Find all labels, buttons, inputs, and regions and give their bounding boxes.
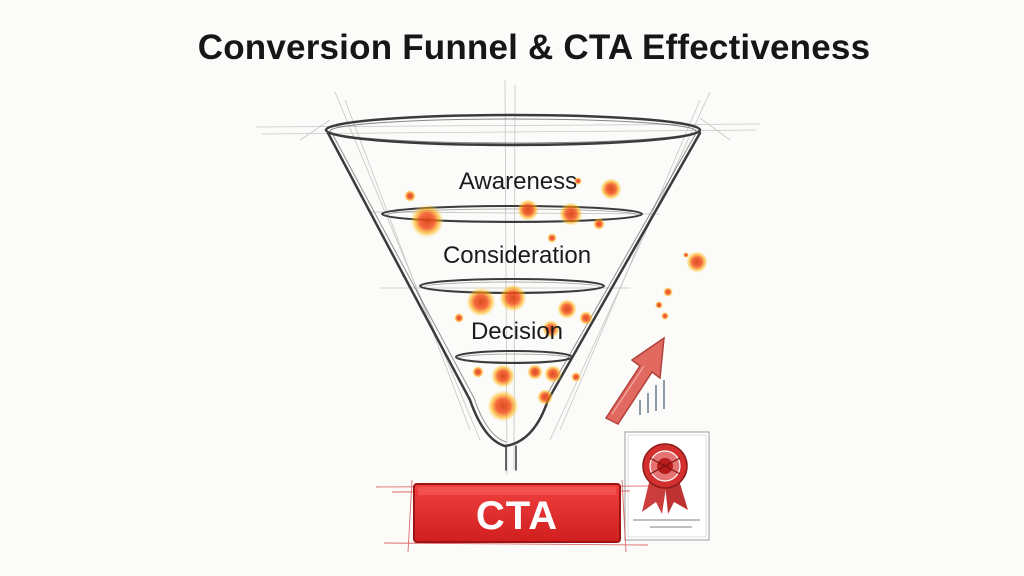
cta-button-group: CTA xyxy=(375,479,653,553)
conversion-dot xyxy=(655,301,663,309)
conversion-dot xyxy=(544,365,562,383)
conversion-dot xyxy=(600,178,622,200)
conversion-dot xyxy=(542,320,560,338)
conversion-dot xyxy=(547,233,557,243)
conversion-dot xyxy=(410,204,444,238)
conversion-dot xyxy=(559,202,583,226)
conversion-dot xyxy=(472,366,484,378)
conversion-dot xyxy=(663,287,673,297)
conversion-dot xyxy=(579,311,593,325)
conversion-dot xyxy=(686,251,708,273)
divider-decision xyxy=(455,350,573,364)
conversion-dot xyxy=(574,177,582,185)
conversion-dot xyxy=(466,287,496,317)
divider-awareness xyxy=(381,205,643,223)
conversion-dot xyxy=(491,364,515,388)
conversion-dot xyxy=(454,313,464,323)
conversion-dot xyxy=(661,312,669,320)
cta-button[interactable] xyxy=(413,483,621,543)
conversion-dot xyxy=(557,299,577,319)
conversion-dot xyxy=(404,190,416,202)
conversion-dot xyxy=(683,252,689,258)
cta-label: CTA xyxy=(476,494,558,538)
funnel-outline xyxy=(324,113,702,471)
stage-label-awareness: Awareness xyxy=(459,168,577,195)
stage-label-consideration: Consideration xyxy=(443,242,591,269)
conversion-dot xyxy=(537,389,553,405)
conversion-dot xyxy=(499,284,527,312)
conversion-dot xyxy=(517,199,539,221)
conversion-dot xyxy=(487,390,519,422)
stage-label-decision: Decision xyxy=(471,318,563,345)
diagram-title: Conversion Funnel & CTA Effectiveness xyxy=(197,28,871,67)
conversion-dot xyxy=(571,372,581,382)
conversion-dot xyxy=(593,218,605,230)
conversion-dots xyxy=(404,177,708,422)
trend-up-arrow-icon xyxy=(604,336,665,425)
conversion-dot xyxy=(527,364,543,380)
